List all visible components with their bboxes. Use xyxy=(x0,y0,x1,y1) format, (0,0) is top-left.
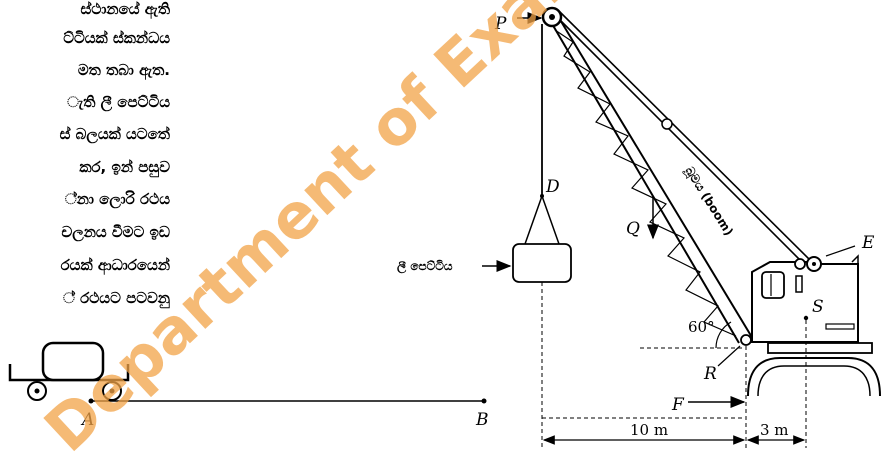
lorry-sketch xyxy=(8,341,130,401)
wooden-box xyxy=(512,243,572,283)
text-line: ට්ටියක් ස්කන්ධය xyxy=(63,29,170,47)
label-F: F xyxy=(671,395,685,415)
boom xyxy=(550,17,754,344)
label-R: R xyxy=(703,364,717,384)
boom-label: බූමය (boom) xyxy=(681,164,736,239)
text-line: රයක් ආධාරයෙන් xyxy=(60,256,170,274)
text-line: චලනය වීමට ඉඩ xyxy=(61,223,170,241)
label-S: S xyxy=(812,297,824,317)
label-P: P xyxy=(494,14,507,34)
label-E: E xyxy=(861,233,875,253)
angle-label: 60° xyxy=(688,318,715,336)
label-D: D xyxy=(545,177,560,197)
box-label: ලී පෙට්ටිය xyxy=(397,259,453,275)
text-line: ් රථයට පටවනු xyxy=(62,289,170,307)
dim-left-label: 10 m xyxy=(630,421,668,439)
text-line: ්නා ලොරි රථය xyxy=(64,190,170,208)
text-line: ස්ථානයේ ඇති xyxy=(80,0,170,18)
dim-right-label: 3 m xyxy=(760,421,789,439)
text-line: මත තබා ඇත. xyxy=(77,61,170,79)
label-Q: Q xyxy=(626,219,640,239)
label-A: A xyxy=(80,410,94,430)
label-B: B xyxy=(475,410,489,430)
crane-cab xyxy=(747,254,881,397)
text-line: කර, ඉන් පසුව xyxy=(79,158,170,176)
text-line: ැති ලී පෙට්ටිය xyxy=(67,93,170,111)
text-line: ස් බලයක් යටතේ xyxy=(59,125,170,143)
